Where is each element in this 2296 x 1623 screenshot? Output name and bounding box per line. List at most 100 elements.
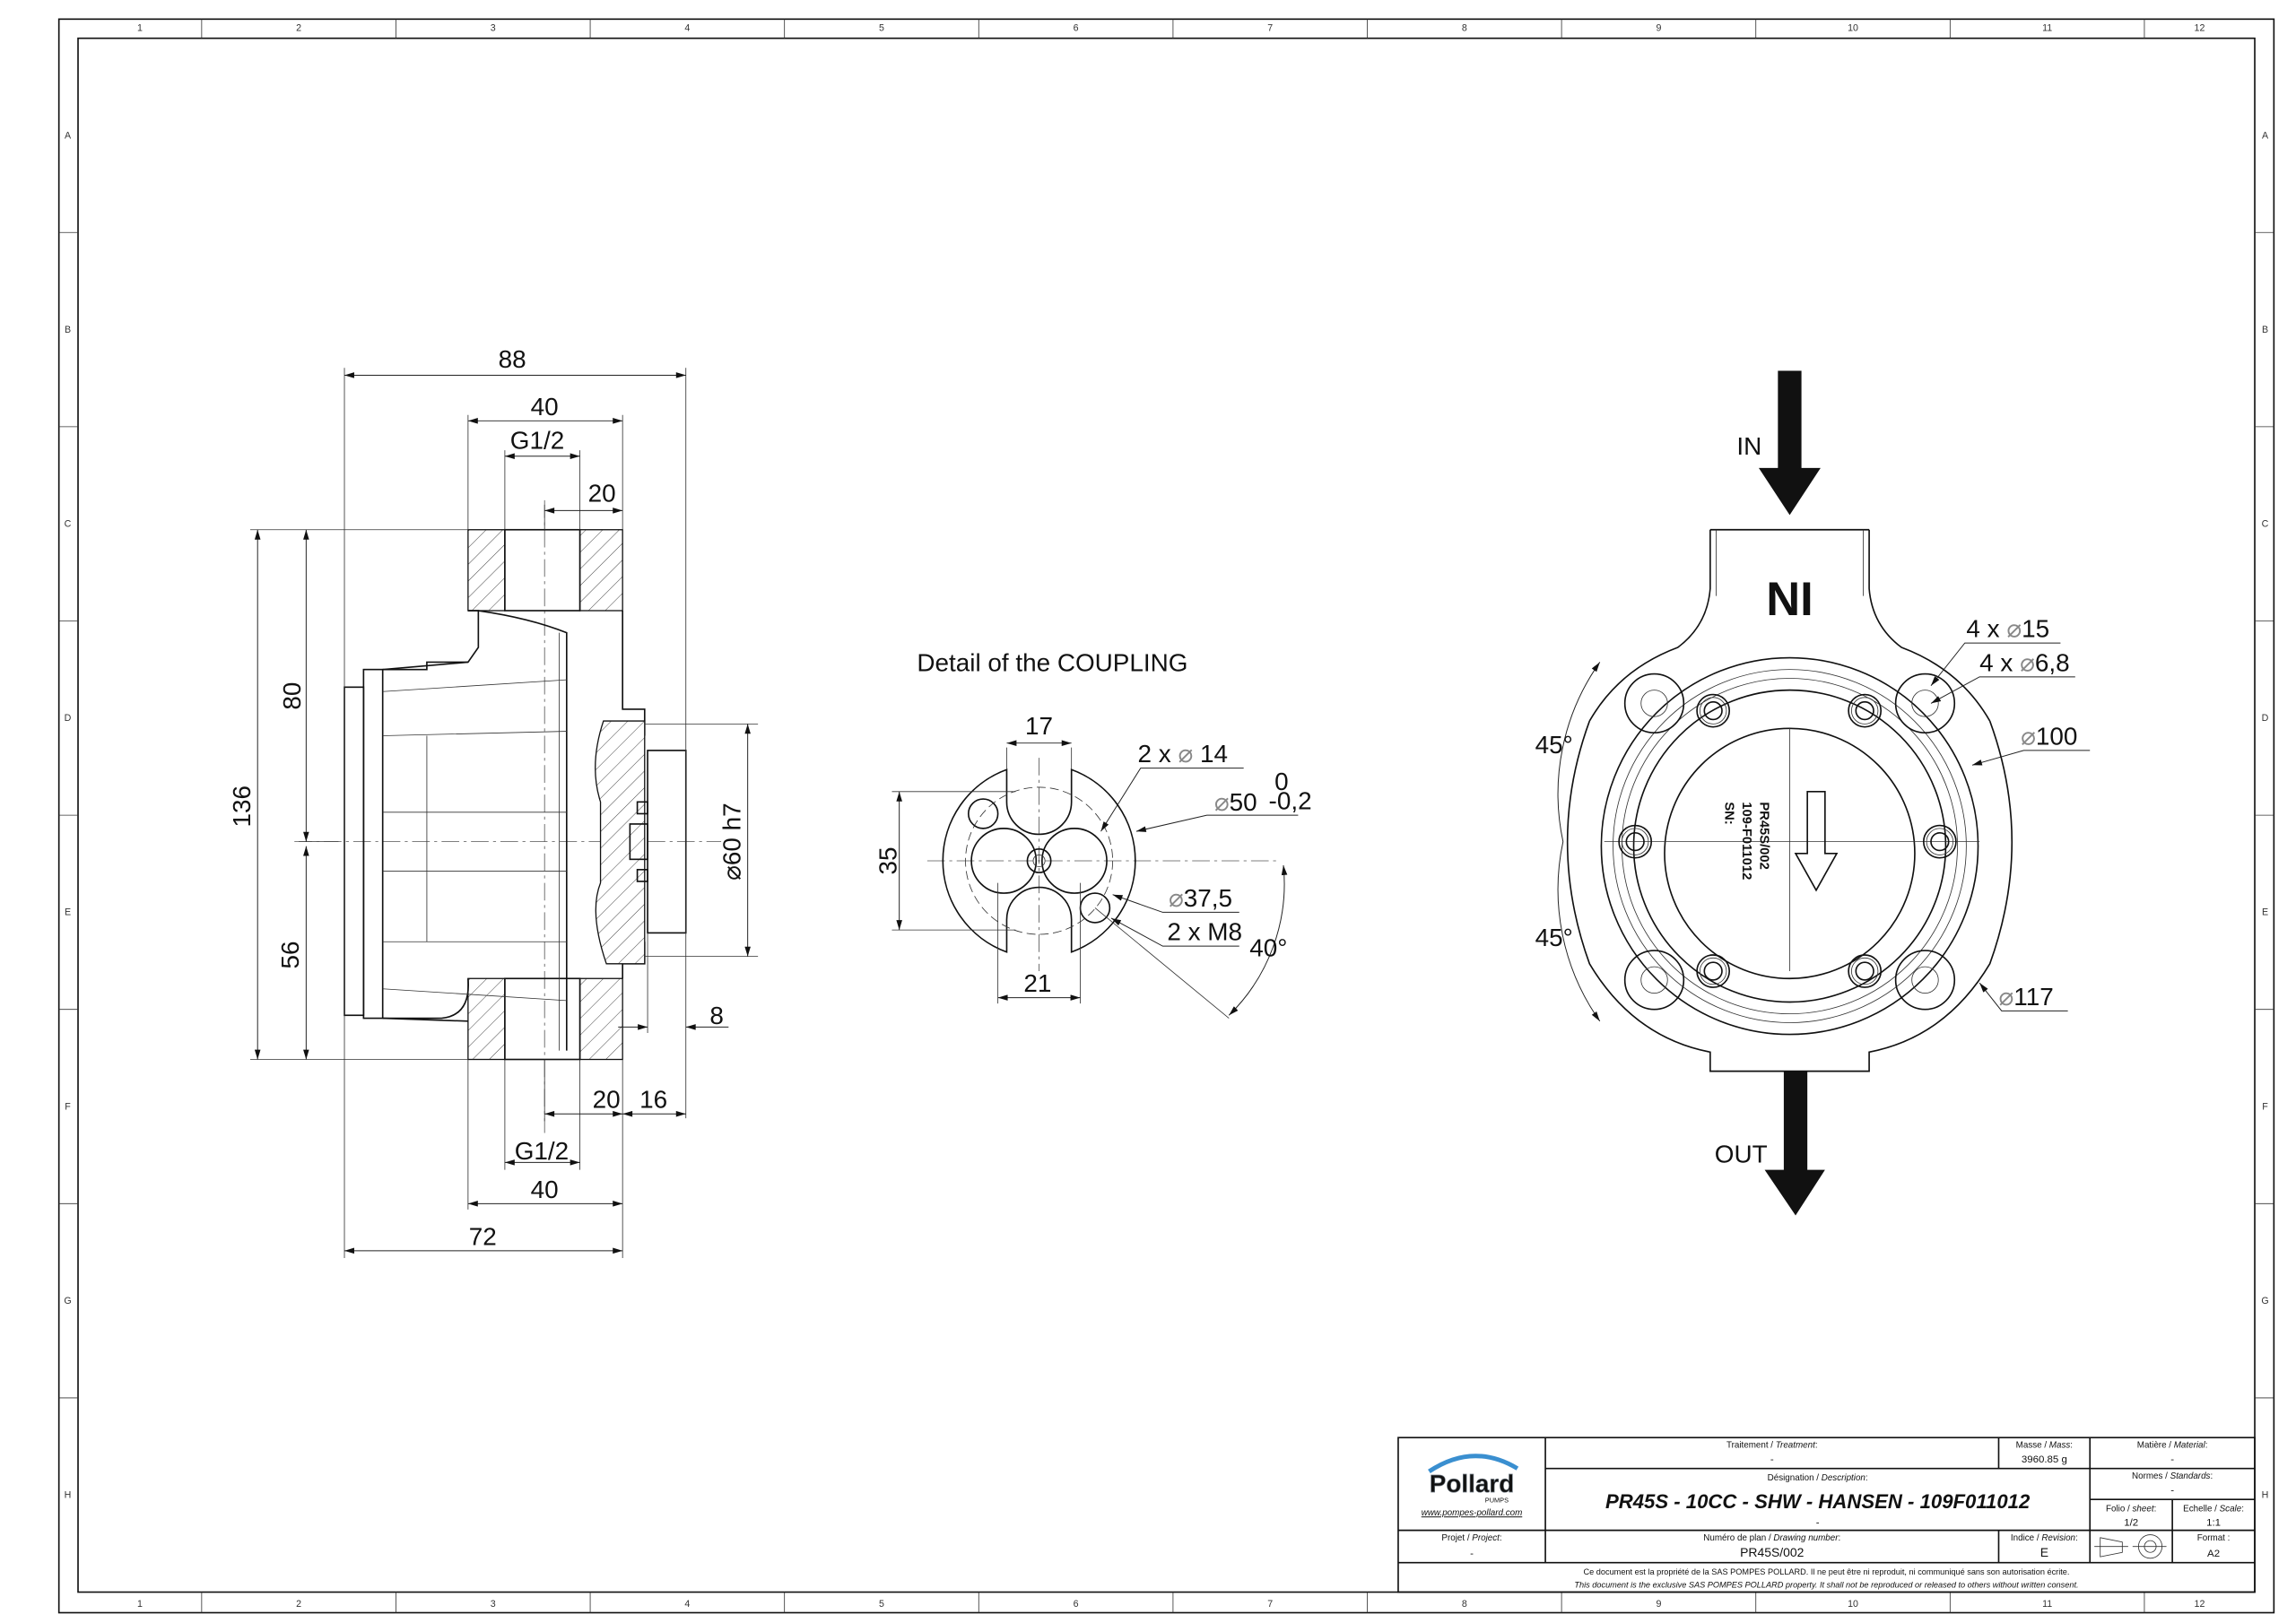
dim-thread-top: G1/2 <box>510 426 564 454</box>
dim-lower-height: 56 <box>276 941 304 968</box>
standards-label: Normes / Standards: <box>2132 1471 2213 1481</box>
zone-row-label: C <box>2262 518 2269 529</box>
zone-column-label: 10 <box>1848 22 1858 33</box>
zone-column-label: 12 <box>2195 1599 2205 1610</box>
treatment-label: Traitement / Treatment: <box>1726 1441 1818 1451</box>
description-sub: - <box>1816 1518 1820 1529</box>
pollard-logo: Pollard PUMPS <box>1428 1454 1519 1504</box>
revision-label: Indice / Revision: <box>2011 1533 2078 1543</box>
dim-pitch-diameter: ⌀37,5 <box>1169 884 1232 912</box>
notice-en: This document is the exclusive SAS POMPE… <box>1574 1581 2078 1590</box>
sheet-value: 1/2 <box>2124 1518 2138 1529</box>
zone-column-label: 11 <box>2042 1599 2052 1610</box>
drawing-number-value: PR45S/002 <box>1740 1545 1805 1559</box>
zone-row-label: A <box>65 130 72 141</box>
drawing-number-label: Numéro de plan / Drawing number: <box>1703 1533 1840 1543</box>
dim-bores: 2 x ⌀ 14 <box>1138 740 1228 768</box>
revision-value: E <box>2040 1545 2048 1559</box>
project-value: - <box>1470 1549 1474 1559</box>
description-label: Désignation / Description: <box>1768 1473 1868 1483</box>
zone-row-label: F <box>2262 1101 2268 1112</box>
zone-column-label: 4 <box>684 22 690 33</box>
coupling-detail: Detail of the COUPLING 17 21 35 2 x ⌀ 14… <box>874 648 1312 1019</box>
dim-overall-length: 88 <box>499 345 526 373</box>
zone-column-label: 2 <box>296 1599 301 1610</box>
format-label: Format : <box>2197 1533 2231 1543</box>
tolerance-upper: 0 <box>1274 768 1289 795</box>
zone-column-label: 7 <box>1267 22 1273 33</box>
treatment-value: - <box>1770 1454 1774 1465</box>
bolt-head <box>1848 693 1883 728</box>
dim-ring-diameter: ⌀100 <box>2021 722 2077 750</box>
zone-column-label: 1 <box>137 1599 143 1610</box>
dim-outer-diameter: ⌀50 <box>1214 788 1257 816</box>
projection-symbol-icon <box>2094 1534 2167 1559</box>
zone-row-label: H <box>2262 1490 2269 1501</box>
dim-lug-holes: 4 x ⌀15 <box>1966 615 2049 643</box>
dim-tapped-holes: 4 x ⌀6,8 <box>1979 648 2069 676</box>
bolt-head <box>1848 954 1883 988</box>
bolt-head <box>1922 824 1957 859</box>
zone-row-label: D <box>2262 713 2269 724</box>
scale-label: Echelle / Scale: <box>2183 1504 2244 1514</box>
plate-line-1: PR45S/002 <box>1757 802 1771 869</box>
project-label: Projet / Project: <box>1441 1533 1501 1543</box>
zone-column-label: 5 <box>879 1599 884 1610</box>
sheet-label: Folio / sheet: <box>2106 1504 2156 1514</box>
inlet-marking: NI <box>1766 573 1813 626</box>
dim-port-width-bottom: 40 <box>531 1176 559 1203</box>
zone-column-label: 10 <box>1848 1599 1858 1610</box>
outlet-label: OUT <box>1715 1140 1768 1167</box>
dim-port-width-top: 40 <box>531 393 559 421</box>
zone-row-label: G <box>2261 1296 2268 1306</box>
dim-flange-offset: 16 <box>639 1086 667 1114</box>
zone-row-label: C <box>65 518 72 529</box>
mass-value: 3960.85 g <box>2022 1454 2067 1465</box>
dim-angle-bottom: 45° <box>1535 924 1573 951</box>
inlet-label: IN <box>1736 432 1761 460</box>
zone-column-label: 8 <box>1462 22 1467 33</box>
dim-outer-diameter-front: ⌀117 <box>1998 983 2053 1011</box>
mass-label: Masse / Mass: <box>2016 1441 2073 1451</box>
scale-value: 1:1 <box>2206 1518 2221 1529</box>
zone-row-label: D <box>65 713 72 724</box>
plate-line-2: 109-F011012 <box>1739 802 1753 880</box>
front-view: IN NI PR45S/002 109-F011012 SN: OUT 4 x … <box>1535 370 2091 1216</box>
dim-shaft-length: 8 <box>709 1002 724 1029</box>
zone-column-label: 9 <box>1656 1599 1661 1610</box>
zone-column-label: 1 <box>137 22 143 33</box>
plate-line-3: SN: <box>1721 802 1735 824</box>
dim-port-offset-top: 20 <box>588 480 616 508</box>
website-link[interactable]: www.pompes-pollard.com <box>1422 1508 1523 1518</box>
zone-row-label: H <box>65 1490 72 1501</box>
dim-height: 136 <box>228 785 256 828</box>
dim-threads: 2 x M8 <box>1167 918 1242 946</box>
dim-angle: 40° <box>1249 934 1287 962</box>
coupling-detail-title: Detail of the COUPLING <box>917 648 1187 676</box>
bolt-head <box>1696 693 1731 728</box>
zone-row-label: F <box>65 1101 71 1112</box>
flow-direction-arrow-icon <box>1794 791 1839 892</box>
dim-bore-spacing: 21 <box>1023 969 1051 997</box>
dim-coupling-height: 35 <box>874 846 901 874</box>
zone-row-label: E <box>2262 907 2268 918</box>
material-value: - <box>2170 1454 2174 1465</box>
dim-upper-height: 80 <box>278 682 306 710</box>
inlet-arrow-icon <box>1759 370 1821 516</box>
description-value: PR45S - 10CC - SHW - HANSEN - 109F011012 <box>1605 1490 2031 1513</box>
outlet-arrow-icon <box>1764 1071 1825 1216</box>
bolt-head <box>1696 954 1731 988</box>
notice-fr: Ce document est la propriété de la SAS P… <box>1584 1567 2070 1576</box>
svg-text:PUMPS: PUMPS <box>1485 1496 1509 1504</box>
format-value: A2 <box>2207 1549 2220 1559</box>
zone-row-label: G <box>64 1296 71 1306</box>
dim-thread-bottom: G1/2 <box>515 1137 569 1165</box>
material-label: Matière / Material: <box>2137 1441 2208 1451</box>
zone-column-label: 3 <box>491 1599 496 1610</box>
dim-shaft-diameter: ⌀60 h7 <box>718 803 745 881</box>
tolerance-lower: -0,2 <box>1269 787 1312 815</box>
zone-column-label: 6 <box>1074 1599 1079 1610</box>
